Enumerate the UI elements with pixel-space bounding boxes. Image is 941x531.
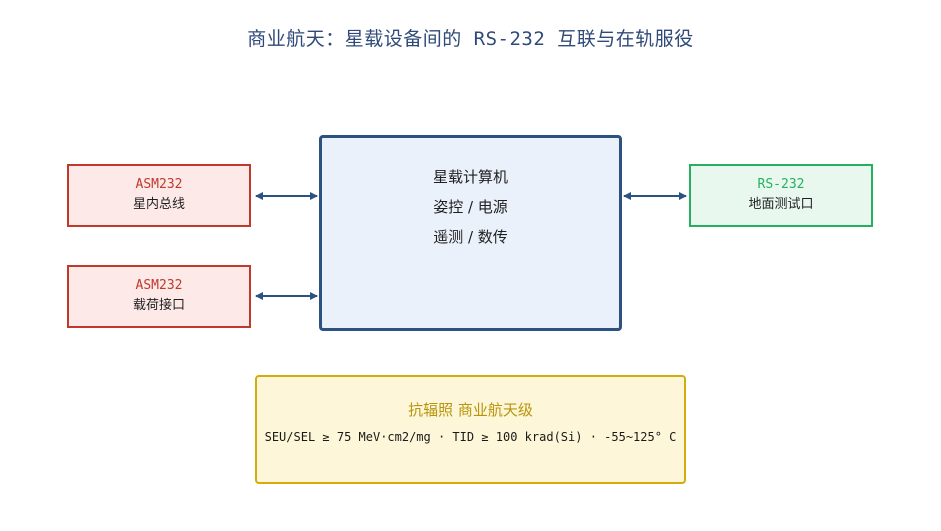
asm232-bus-module: ASM232 星内总线 xyxy=(67,164,251,227)
module-protocol: RS-232 xyxy=(757,176,805,192)
module-protocol: ASM232 xyxy=(135,176,183,192)
module-label: 载荷接口 xyxy=(132,297,185,313)
rs232-ground-test-module: RS-232 地面测试口 xyxy=(689,164,873,227)
radiation-spec: SEU/SEL ≥ 75 MeV·cm2/mg · TID ≥ 100 krad… xyxy=(264,430,677,444)
onboard-computer-module: 星载计算机 姿控 / 电源 遥测 / 数传 xyxy=(319,135,622,331)
module-function-line: 姿控 / 电源 xyxy=(433,198,508,216)
module-name: 星载计算机 xyxy=(432,168,508,186)
asm232-payload-module: ASM232 载荷接口 xyxy=(67,265,251,328)
diagram-title: 商业航天：星载设备间的 RS-232 互联与在轨服役 xyxy=(247,28,694,50)
radiation-title: 抗辐照 商业航天级 xyxy=(408,401,533,419)
radiation-hardness-panel: 抗辐照 商业航天级 xyxy=(255,375,686,484)
module-label: 地面测试口 xyxy=(748,196,814,212)
module-function-line: 遥测 / 数传 xyxy=(433,228,508,246)
module-label: 星内总线 xyxy=(132,196,185,212)
module-protocol: ASM232 xyxy=(135,277,183,293)
